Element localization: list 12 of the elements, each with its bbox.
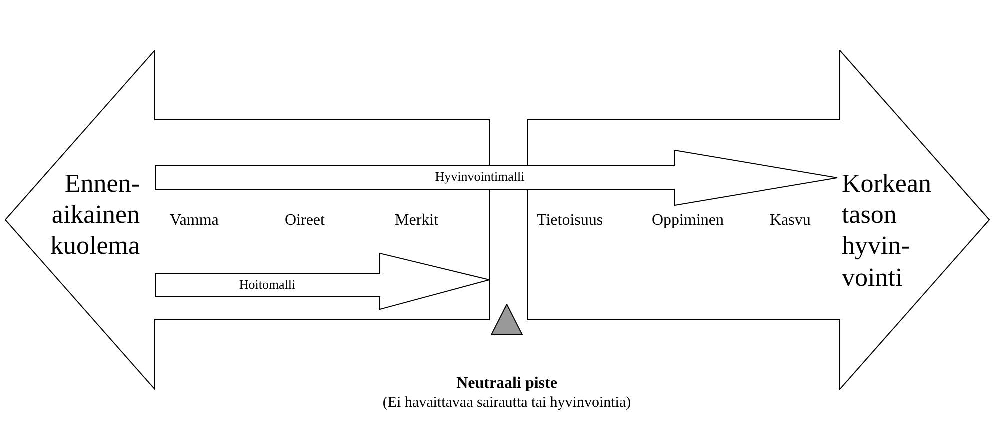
stage-label: Kasvu (770, 212, 811, 230)
arrow-label: Hoitomalli (238, 277, 297, 293)
stage-label: Oireet (285, 212, 325, 230)
stage-label: Vamma (170, 212, 219, 230)
stage-label: Oppiminen (652, 212, 724, 230)
stage-label: Tietoisuus (537, 212, 604, 230)
point-title: Neutraali piste (456, 374, 558, 394)
arrow-label: Hyvinvointimalli (434, 169, 526, 185)
point-caption: (Ei havaittavaa sairautta tai hyvinvointia) (382, 394, 632, 412)
stage-label: Merkit (395, 212, 439, 230)
end-label: Ennen- aikainen kuolema (49, 168, 140, 262)
end-label: Korkean tason hyvin- vointi (842, 168, 933, 293)
